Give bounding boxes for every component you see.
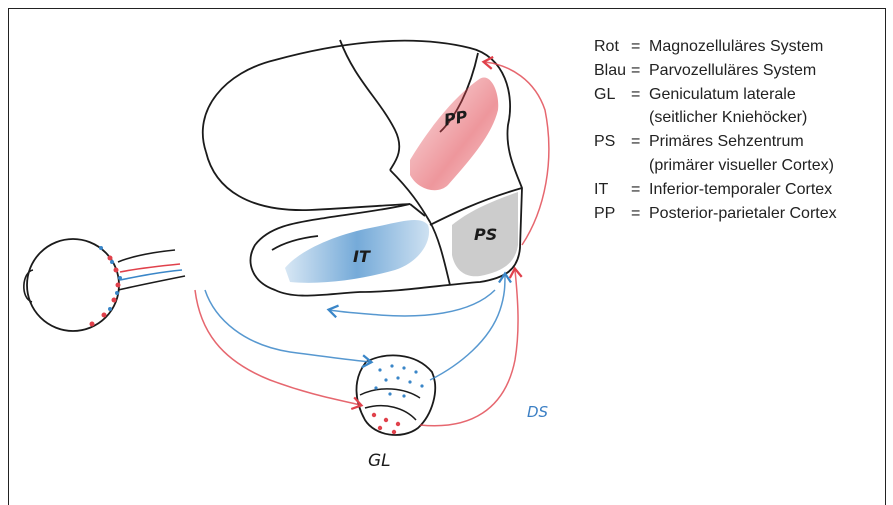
legend-equals: = xyxy=(631,202,640,226)
blue-pathways xyxy=(205,275,505,380)
legend-equals: = xyxy=(631,83,640,107)
signature: DS xyxy=(527,403,549,421)
pp-label: PP xyxy=(443,107,470,130)
retina-dots xyxy=(90,246,123,327)
legend-key: GL xyxy=(594,83,624,107)
legend-equals: = xyxy=(631,178,640,202)
ps-label: PS xyxy=(474,225,497,244)
legend-key: PP xyxy=(594,202,624,226)
legend-key: IT xyxy=(594,178,624,202)
optic-nerve xyxy=(118,250,185,290)
pp-region-shading xyxy=(410,77,498,190)
legend-equals: = xyxy=(631,35,640,59)
legend-value-continued: (seitlicher Kniehöcker) xyxy=(649,106,807,130)
legend-key: PS xyxy=(594,130,624,154)
legend-value: Parvozelluläres System xyxy=(649,59,816,83)
eye xyxy=(24,239,122,331)
legend-value-continued: (primärer visueller Cortex) xyxy=(649,154,834,178)
gl-nucleus xyxy=(356,355,435,435)
legend-equals: = xyxy=(631,130,640,154)
legend-value: Inferior-temporaler Cortex xyxy=(649,178,832,202)
gl-label: GL xyxy=(368,451,391,471)
legend-key: Blau xyxy=(594,59,624,83)
legend-key: Rot xyxy=(594,35,624,59)
legend-value: Primäres Sehzentrum xyxy=(649,130,804,154)
legend-equals: = xyxy=(631,59,640,83)
legend-value: Magnozelluläres System xyxy=(649,35,823,59)
legend-value: Geniculatum laterale xyxy=(649,83,796,107)
it-label: IT xyxy=(353,247,371,266)
legend-value: Posterior-parietaler Cortex xyxy=(649,202,837,226)
